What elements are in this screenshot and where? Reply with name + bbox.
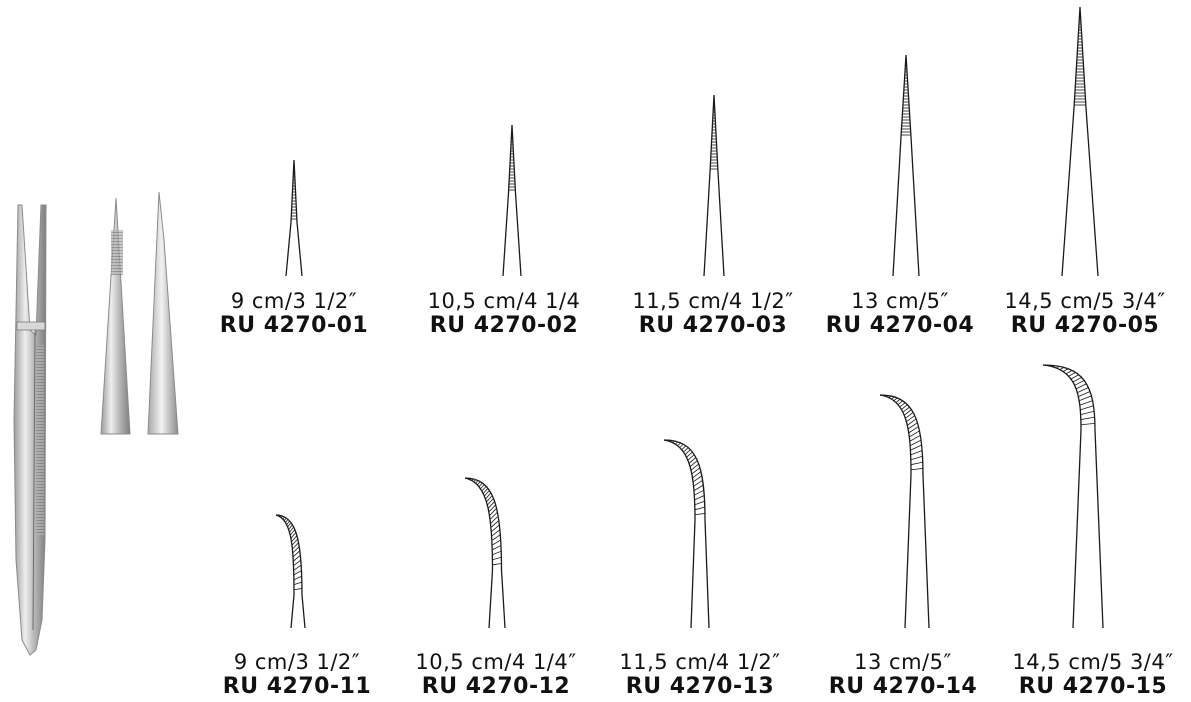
curved-tip-3 — [663, 439, 710, 629]
curved-tip-1 — [275, 514, 306, 629]
product-ru-4270-15: 14,5 cm/5 3/4″ RU 4270-15 — [993, 650, 1191, 700]
article-number: RU 4270-02 — [429, 313, 579, 338]
curved-tip-5 — [1042, 364, 1104, 629]
straight-tip-1 — [285, 159, 303, 277]
size-label: 11,5 cm/4 1/2″ — [619, 650, 781, 674]
forceps-photo-tip-front — [100, 197, 131, 435]
product-ru-4270-05: 14,5 cm/5 3/4″ RU 4270-05 — [985, 289, 1185, 339]
article-number: RU 4270-04 — [825, 313, 975, 338]
article-number: RU 4270-03 — [638, 313, 788, 338]
product-ru-4270-12: 10,5 cm/4 1/4″ RU 4270-12 — [396, 650, 596, 700]
article-number: RU 4270-15 — [1018, 674, 1168, 699]
product-ru-4270-11: 9 cm/3 1/2″ RU 4270-11 — [197, 650, 397, 700]
product-ru-4270-04: 13 cm/5″ RU 4270-04 — [800, 289, 1000, 339]
product-ru-4270-02: 10,5 cm/4 1/4 RU 4270-02 — [404, 289, 604, 339]
product-ru-4270-03: 11,5 cm/4 1/2″ RU 4270-03 — [613, 289, 813, 339]
size-label: 10,5 cm/4 1/4 — [427, 289, 581, 313]
curved-tip-drawings — [275, 364, 1104, 629]
article-number: RU 4270-14 — [828, 674, 978, 699]
article-number: RU 4270-11 — [222, 674, 372, 699]
size-label: 14,5 cm/5 3/4″ — [1012, 650, 1174, 674]
size-label: 13 cm/5″ — [851, 289, 949, 313]
curved-tip-2 — [464, 477, 506, 629]
product-ru-4270-13: 11,5 cm/4 1/2″ RU 4270-13 — [600, 650, 800, 700]
article-number: RU 4270-13 — [625, 674, 775, 699]
straight-tip-5 — [1061, 6, 1099, 277]
size-label: 9 cm/3 1/2″ — [230, 289, 358, 313]
article-number: RU 4270-05 — [1010, 313, 1160, 338]
size-label: 9 cm/3 1/2″ — [233, 650, 361, 674]
article-number: RU 4270-01 — [219, 313, 369, 338]
forceps-photo-tip-side — [147, 191, 179, 435]
forceps-photo-full — [13, 204, 47, 656]
product-ru-4270-14: 13 cm/5″ RU 4270-14 — [803, 650, 1003, 700]
size-label: 10,5 cm/4 1/4″ — [415, 650, 577, 674]
size-label: 14,5 cm/5 3/4″ — [1004, 289, 1166, 313]
size-label: 11,5 cm/4 1/2″ — [632, 289, 794, 313]
article-number: RU 4270-12 — [421, 674, 571, 699]
curved-tip-4 — [879, 394, 930, 629]
straight-tip-2 — [502, 124, 522, 277]
straight-tip-4 — [892, 54, 920, 277]
product-ru-4270-01: 9 cm/3 1/2″ RU 4270-01 — [194, 289, 394, 339]
size-label: 13 cm/5″ — [854, 650, 952, 674]
straight-tip-3 — [703, 94, 725, 277]
straight-tip-drawings — [285, 6, 1099, 277]
